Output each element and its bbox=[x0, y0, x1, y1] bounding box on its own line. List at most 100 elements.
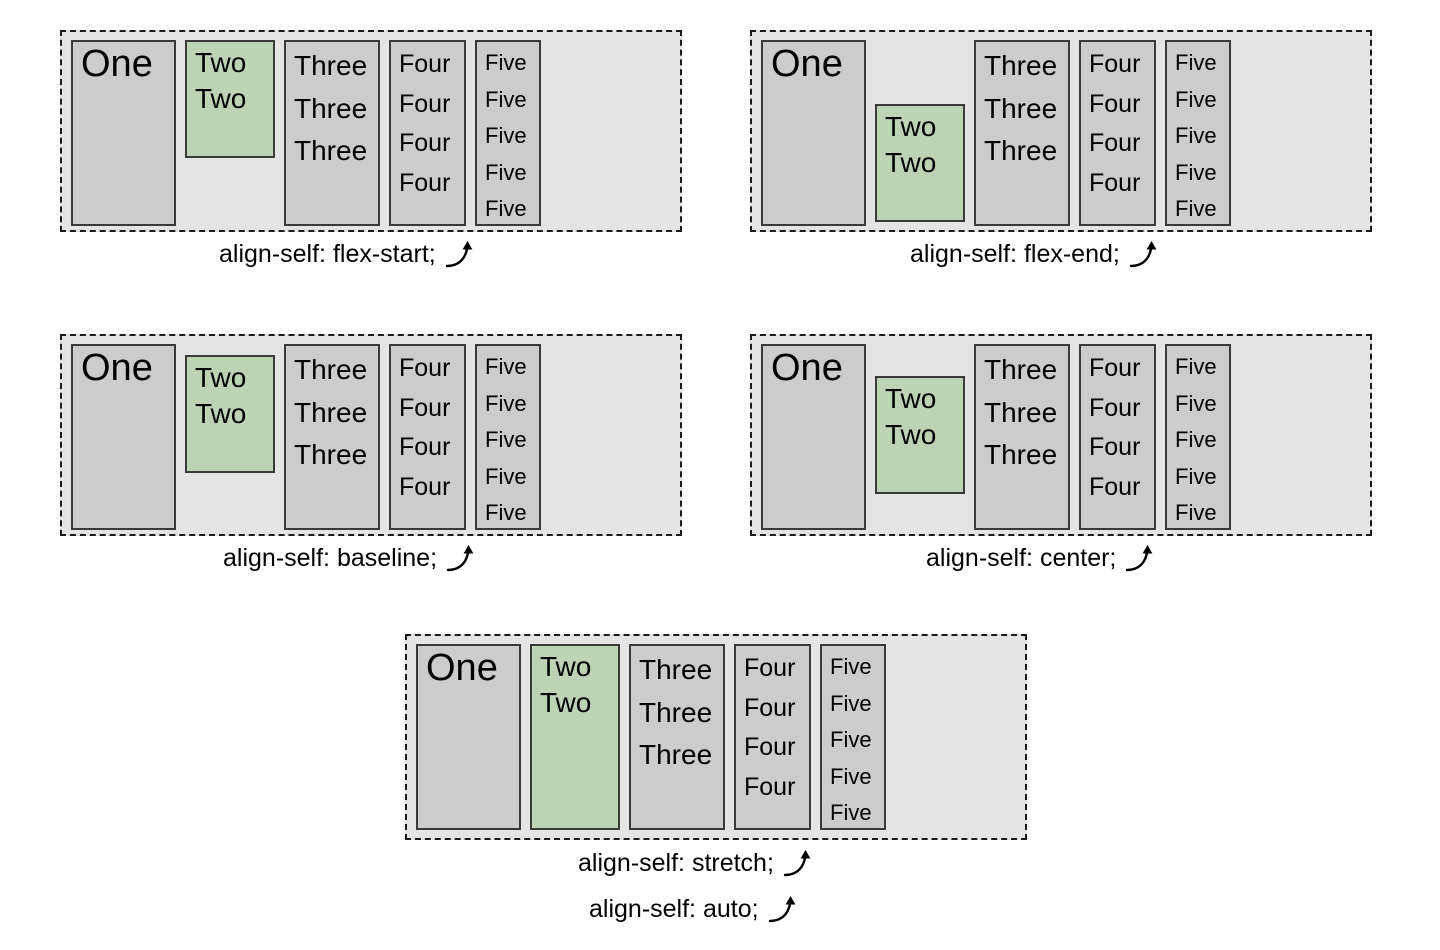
flex-item-five-line-4: Five bbox=[1175, 159, 1217, 185]
flex-item-three-line-3: Three bbox=[294, 439, 368, 471]
curved-up-right-arrow-icon bbox=[783, 848, 813, 878]
caption-auto-text: align-self: auto; bbox=[589, 894, 759, 923]
flex-item-two-highlighted: Two Two bbox=[530, 644, 620, 830]
flex-item-four: Four Four Four Four bbox=[389, 344, 466, 530]
flex-item-four-line-4: Four bbox=[1089, 168, 1141, 197]
flex-item-five-line-3: Five bbox=[830, 727, 872, 753]
flex-item-two-line-2: Two bbox=[540, 687, 592, 719]
curved-up-right-arrow-icon bbox=[1125, 543, 1155, 573]
flex-item-four-line-1: Four bbox=[1089, 354, 1141, 382]
flex-item-two-line-1: Two bbox=[195, 47, 247, 78]
flex-item-four-line-3: Four bbox=[1089, 129, 1141, 157]
flex-item-two-line-2: Two bbox=[885, 419, 937, 451]
flex-item-five-line-5: Five bbox=[1175, 500, 1217, 526]
caption-center: align-self: center; bbox=[926, 543, 1155, 573]
flex-item-five: Five Five Five Five Five bbox=[475, 344, 541, 530]
flex-item-three-line-2: Three bbox=[984, 396, 1058, 428]
flex-item-four-line-3: Four bbox=[1089, 433, 1141, 461]
flex-item-three: Three Three Three bbox=[284, 344, 380, 530]
caption-stretch: align-self: stretch; bbox=[578, 848, 813, 878]
flex-item-four-line-4: Four bbox=[399, 168, 451, 197]
flex-item-three-line-1: Three bbox=[984, 354, 1058, 385]
flex-item-four-line-4: Four bbox=[1089, 472, 1141, 501]
flex-item-three-line-2: Three bbox=[984, 92, 1058, 124]
flex-item-five-line-5: Five bbox=[1175, 196, 1217, 222]
panel-flex-start: One Two Two Three Three Three Four Four … bbox=[60, 30, 682, 232]
flex-item-four-line-2: Four bbox=[399, 393, 451, 422]
flex-item-one-line: One bbox=[81, 347, 153, 389]
caption-flex-start: align-self: flex-start; bbox=[219, 239, 475, 269]
panel-baseline: One Two Two Three Three Three Four Four … bbox=[60, 334, 682, 536]
flex-item-three-line-3: Three bbox=[294, 135, 368, 167]
caption-flex-end-text: align-self: flex-end; bbox=[910, 239, 1120, 268]
flex-item-three-line-1: Three bbox=[984, 50, 1058, 81]
flex-item-four: Four Four Four Four bbox=[1079, 40, 1156, 226]
flex-item-one-line: One bbox=[771, 347, 843, 389]
flex-item-three: Three Three Three bbox=[974, 40, 1070, 226]
caption-stretch-text: align-self: stretch; bbox=[578, 848, 774, 877]
flex-item-two-line-2: Two bbox=[195, 398, 247, 430]
flex-item-two-line-1: Two bbox=[885, 111, 937, 142]
flex-item-three-line-3: Three bbox=[984, 135, 1058, 167]
flex-item-three: Three Three Three bbox=[284, 40, 380, 226]
caption-auto: align-self: auto; bbox=[589, 894, 798, 924]
panel-flex-end: One Two Two Three Three Three Four Four … bbox=[750, 30, 1372, 232]
flex-item-four: Four Four Four Four bbox=[734, 644, 811, 830]
flex-item-four-line-2: Four bbox=[1089, 89, 1141, 118]
flex-item-four-line-4: Four bbox=[399, 472, 451, 501]
flex-item-one: One bbox=[761, 344, 866, 530]
flex-item-five-line-2: Five bbox=[485, 390, 527, 416]
flex-item-three-line-3: Three bbox=[639, 739, 713, 771]
panel-center: One Two Two Three Three Three Four Four … bbox=[750, 334, 1372, 536]
caption-baseline: align-self: baseline; bbox=[223, 543, 476, 573]
flex-item-two-line-1: Two bbox=[195, 362, 247, 393]
flex-item-five-line-5: Five bbox=[830, 800, 872, 826]
flex-item-two-line-2: Two bbox=[885, 147, 937, 179]
flex-item-four-line-4: Four bbox=[744, 772, 796, 801]
curved-up-right-arrow-icon bbox=[1129, 239, 1159, 269]
caption-flex-end: align-self: flex-end; bbox=[910, 239, 1159, 269]
flex-item-one-line: One bbox=[426, 647, 498, 689]
flex-item-three-line-1: Three bbox=[639, 654, 713, 685]
flex-item-two-highlighted: Two Two bbox=[185, 355, 275, 473]
curved-up-right-arrow-icon bbox=[446, 543, 476, 573]
flex-item-three: Three Three Three bbox=[629, 644, 725, 830]
flex-item-five-line-2: Five bbox=[830, 690, 872, 716]
flex-item-two-line-2: Two bbox=[195, 83, 247, 115]
flex-item-three-line-2: Three bbox=[294, 396, 368, 428]
flex-item-five: Five Five Five Five Five bbox=[820, 644, 886, 830]
flex-item-five-line-3: Five bbox=[1175, 427, 1217, 453]
flex-item-five-line-1: Five bbox=[1175, 50, 1217, 75]
flex-item-three-line-1: Three bbox=[294, 354, 368, 385]
flex-item-two-line-1: Two bbox=[885, 383, 937, 414]
curved-up-right-arrow-icon bbox=[768, 894, 798, 924]
flex-item-four-line-1: Four bbox=[399, 50, 451, 78]
flex-item-four: Four Four Four Four bbox=[1079, 344, 1156, 530]
flex-item-five-line-3: Five bbox=[1175, 123, 1217, 149]
flex-item-one: One bbox=[71, 40, 176, 226]
flex-item-five-line-2: Five bbox=[485, 86, 527, 112]
flex-item-one: One bbox=[416, 644, 521, 830]
flex-item-five-line-1: Five bbox=[485, 50, 527, 75]
flex-item-four-line-3: Four bbox=[744, 733, 796, 761]
caption-flex-start-text: align-self: flex-start; bbox=[219, 239, 436, 268]
flex-item-five-line-4: Five bbox=[830, 763, 872, 789]
flex-item-one: One bbox=[761, 40, 866, 226]
flex-item-four-line-2: Four bbox=[744, 693, 796, 722]
flex-item-five-line-5: Five bbox=[485, 196, 527, 222]
flex-item-five-line-3: Five bbox=[485, 123, 527, 149]
flex-item-four-line-2: Four bbox=[1089, 393, 1141, 422]
flex-item-three-line-1: Three bbox=[294, 50, 368, 81]
flex-item-three-line-2: Three bbox=[639, 696, 713, 728]
flex-item-five-line-4: Five bbox=[485, 159, 527, 185]
caption-baseline-text: align-self: baseline; bbox=[223, 543, 438, 572]
flex-item-three-line-3: Three bbox=[984, 439, 1058, 471]
panel-stretch: One Two Two Three Three Three Four Four … bbox=[405, 634, 1027, 840]
flex-item-two-highlighted: Two Two bbox=[875, 376, 965, 494]
flex-item-five-line-5: Five bbox=[485, 500, 527, 526]
flex-item-five-line-4: Five bbox=[485, 463, 527, 489]
curved-up-right-arrow-icon bbox=[445, 239, 475, 269]
caption-center-text: align-self: center; bbox=[926, 543, 1117, 572]
flex-item-five: Five Five Five Five Five bbox=[1165, 40, 1231, 226]
flex-item-one-line: One bbox=[81, 43, 153, 85]
